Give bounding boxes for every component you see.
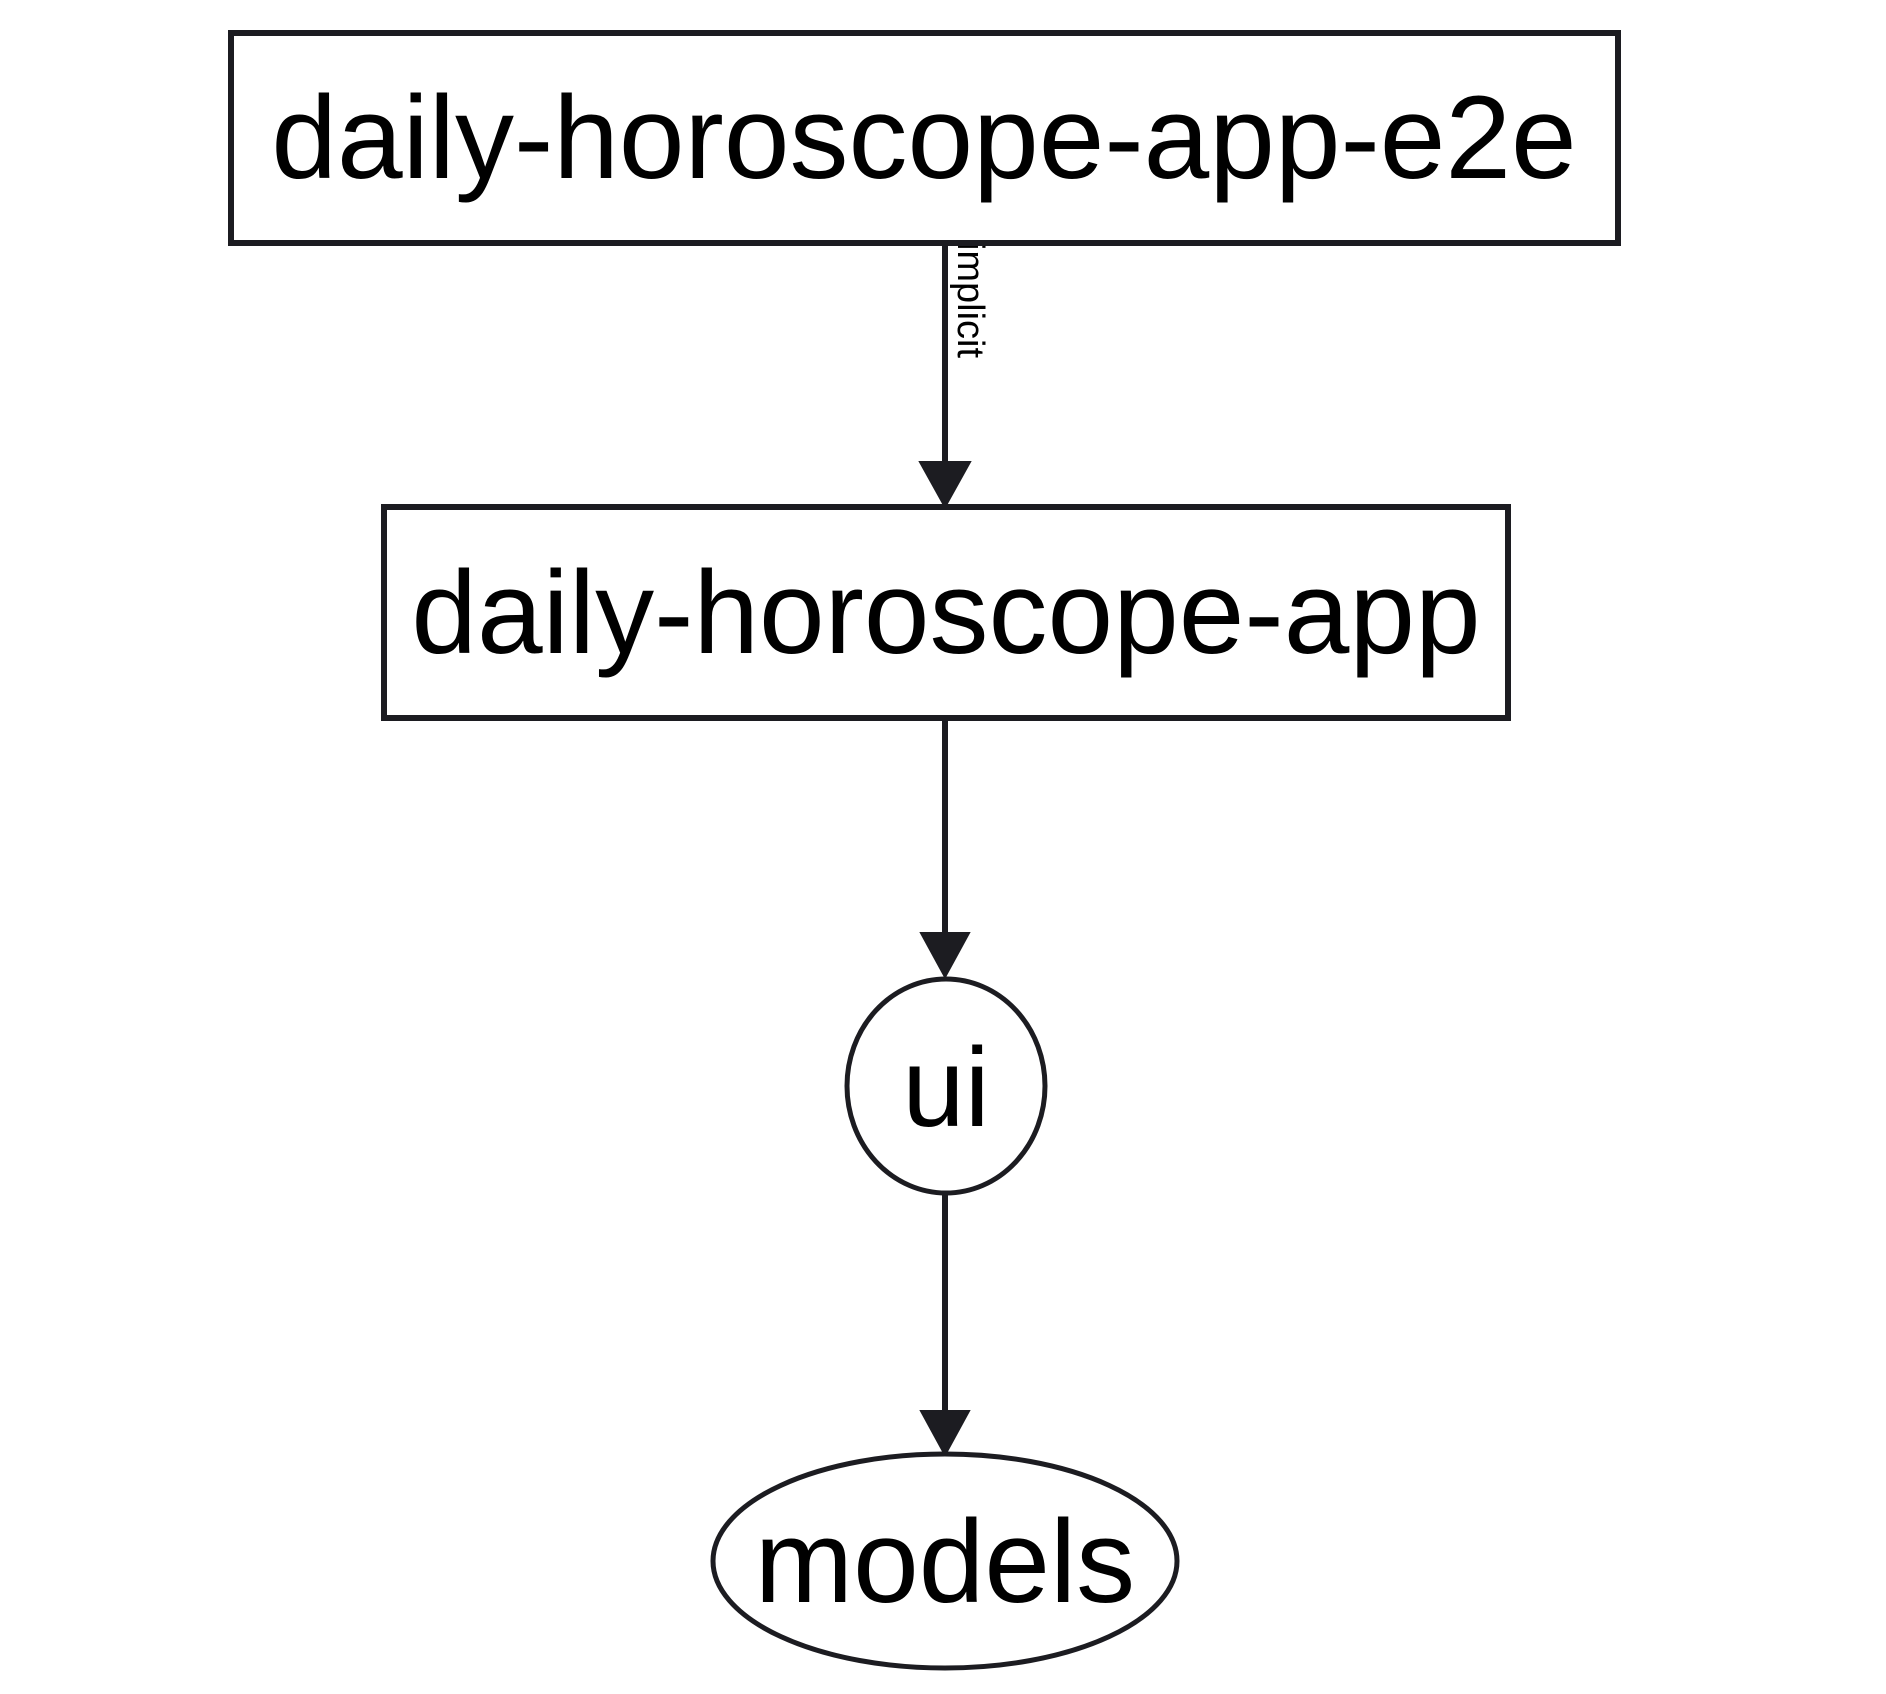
node-label-ui: ui bbox=[902, 1025, 989, 1150]
node-daily-horoscope-app-e2e[interactable]: daily-horoscope-app-e2e bbox=[228, 30, 1621, 246]
node-rect-e2e[interactable] bbox=[228, 30, 1621, 246]
node-label-app: daily-horoscope-app bbox=[411, 547, 1480, 679]
arrowhead-app-to-ui bbox=[919, 932, 971, 980]
node-rect-app[interactable] bbox=[381, 504, 1511, 721]
node-models[interactable]: models bbox=[710, 1451, 1180, 1671]
node-label-e2e: daily-horoscope-app-e2e bbox=[271, 72, 1576, 204]
arrowhead-e2e-to-app bbox=[918, 461, 972, 510]
node-ui[interactable]: ui bbox=[844, 976, 1048, 1196]
edge-label-implicit: implicit bbox=[949, 242, 991, 359]
edge-e2e-to-app: implicit bbox=[918, 242, 991, 510]
edge-app-to-ui bbox=[919, 718, 971, 980]
node-ellipse-ui[interactable] bbox=[844, 976, 1048, 1196]
node-ellipse-models[interactable] bbox=[710, 1451, 1180, 1671]
node-label-models: models bbox=[755, 1496, 1135, 1628]
node-daily-horoscope-app[interactable]: daily-horoscope-app bbox=[381, 504, 1511, 721]
arrowhead-ui-to-models bbox=[919, 1410, 971, 1458]
edge-ui-to-models bbox=[919, 1193, 971, 1458]
